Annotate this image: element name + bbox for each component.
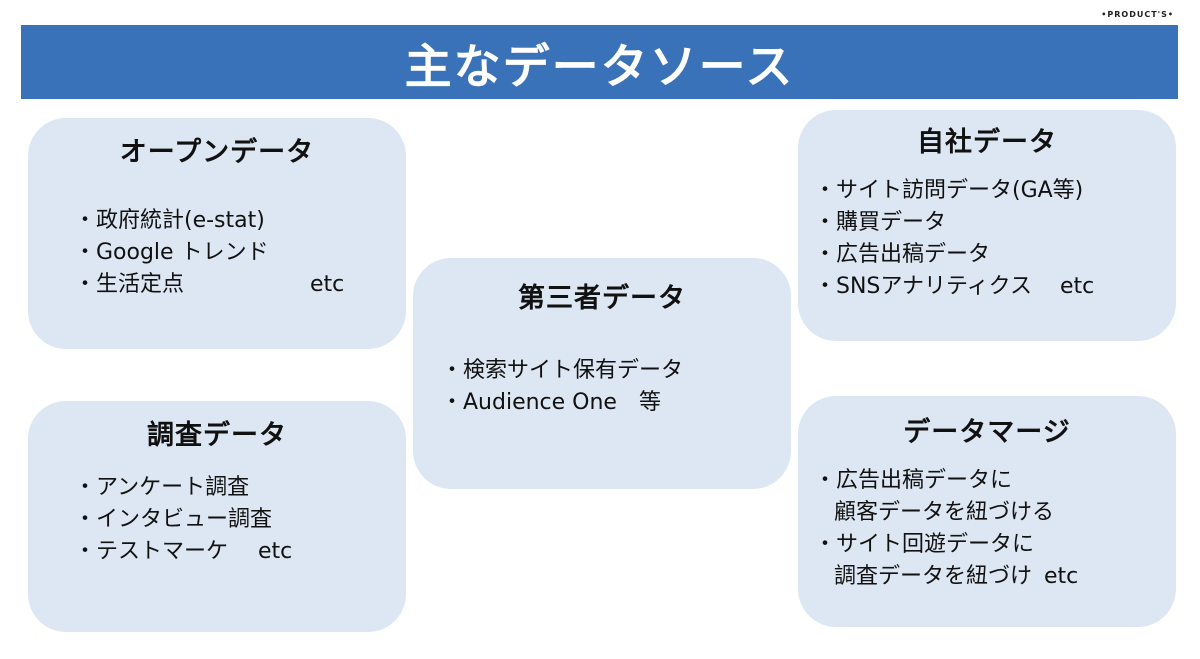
list-item: ・広告出稿データ: [814, 242, 991, 267]
list-item: ・政府統計(e-stat): [74, 208, 265, 233]
etc-label: etc: [1059, 274, 1095, 299]
list-item: ・テストマーケ etc: [74, 536, 406, 568]
list-item-text: ・生活定点: [74, 272, 185, 297]
card-item-list: ・政府統計(e-stat) ・Google トレンド ・生活定点 etc: [74, 205, 406, 301]
card-item-list: ・広告出稿データに 顧客データを紐づける ・サイト回遊データに 調査データを紐づ…: [814, 465, 1176, 593]
list-item: ・インタビュー調査: [74, 507, 273, 532]
card-item-list: ・サイト訪問データ(GA等) ・購買データ ・広告出稿データ ・SNSアナリティ…: [814, 175, 1176, 303]
etc-label: etc: [1044, 564, 1079, 589]
list-item: ・アンケート調査: [74, 475, 250, 500]
card-heading: 第三者データ: [518, 283, 686, 314]
list-item: ・サイト訪問データ(GA等): [814, 178, 1084, 203]
list-item: 顧客データを紐づける: [834, 500, 1055, 525]
card-item-list: ・検索サイト保有データ ・Audience One 等: [441, 355, 791, 419]
list-item-text: 調査データを紐づけ: [834, 564, 1033, 589]
list-item: ・Audience One 等: [441, 390, 661, 415]
card-data-merge: データマージ ・広告出稿データに 顧客データを紐づける ・サイト回遊データに 調…: [798, 396, 1176, 627]
list-item-text: ・SNSアナリティクス: [814, 274, 1032, 299]
list-item: ・Google トレンド: [74, 240, 269, 265]
card-heading: 自社データ: [917, 127, 1057, 158]
card-third-party-data: 第三者データ ・検索サイト保有データ ・Audience One 等: [413, 258, 791, 489]
card-survey-data: 調査データ ・アンケート調査 ・インタビュー調査 ・テストマーケ etc: [28, 401, 406, 632]
list-item-text: ・テストマーケ: [74, 539, 229, 564]
list-item: ・広告出稿データに: [814, 468, 1013, 493]
title-banner: 主なデータソース: [21, 25, 1178, 99]
list-item: ・SNSアナリティクス etc: [814, 271, 1176, 303]
etc-label: etc: [258, 539, 293, 564]
card-item-list: ・アンケート調査 ・インタビュー調査 ・テストマーケ etc: [74, 472, 406, 568]
list-item: ・購買データ: [814, 210, 947, 235]
list-item: ・生活定点 etc: [74, 269, 406, 301]
card-heading: オープンデータ: [119, 137, 315, 168]
card-heading: データマージ: [903, 417, 1071, 448]
card-open-data: オープンデータ ・政府統計(e-stat) ・Google トレンド ・生活定点…: [28, 118, 406, 349]
etc-label: etc: [310, 272, 345, 297]
brand-logo: •PRODUCT'S•: [1101, 10, 1174, 19]
list-item: ・検索サイト保有データ: [441, 358, 684, 383]
page-title: 主なデータソース: [404, 39, 795, 95]
list-item: 調査データを紐づけ etc: [814, 561, 1176, 593]
card-own-data: 自社データ ・サイト訪問データ(GA等) ・購買データ ・広告出稿データ ・SN…: [798, 110, 1176, 341]
list-item: ・サイト回遊データに: [814, 532, 1035, 557]
card-heading: 調査データ: [147, 420, 287, 451]
